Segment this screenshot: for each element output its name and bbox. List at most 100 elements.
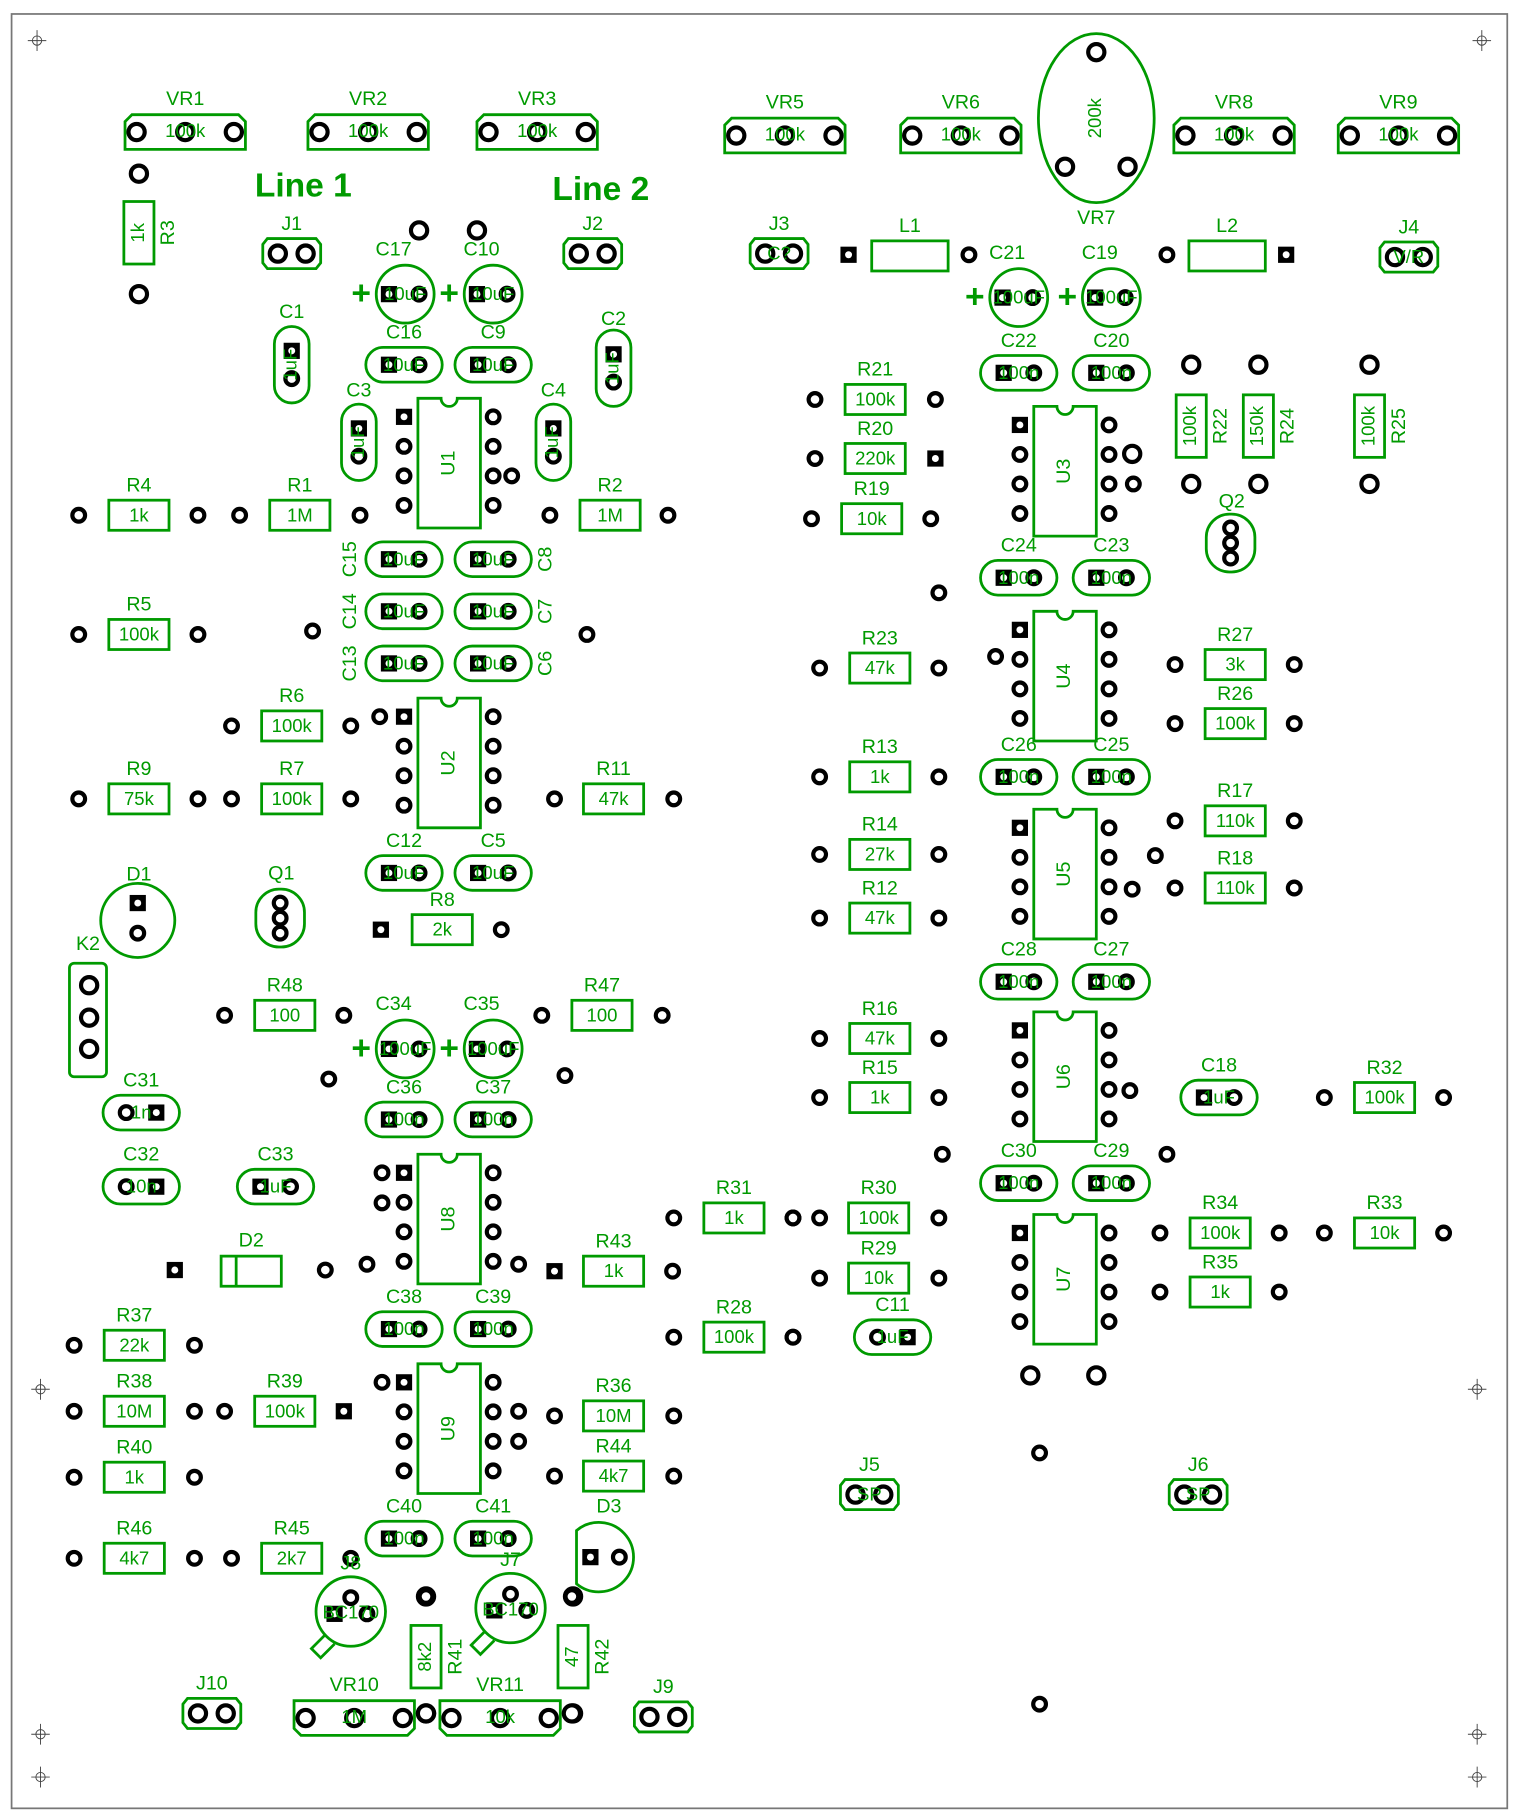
pad <box>78 1038 100 1060</box>
ic-u1 <box>395 396 502 530</box>
capacitor-value: 100uF <box>992 287 1045 308</box>
resistor-body <box>582 1399 646 1433</box>
connector-ref: J9 <box>653 1676 674 1698</box>
pad <box>1117 1174 1135 1192</box>
capacitor-value: 100n <box>1091 567 1132 588</box>
pad <box>441 1707 462 1729</box>
pad <box>1025 768 1043 786</box>
line2-label: Line 2 <box>552 171 649 208</box>
pad-hole <box>474 1535 482 1543</box>
capacitor-body <box>979 758 1059 796</box>
pad <box>664 1262 682 1280</box>
capacitor-c24 <box>979 558 1059 597</box>
resistor-body <box>1353 1216 1417 1250</box>
pad-hole <box>256 1183 264 1191</box>
pad <box>784 1328 802 1346</box>
resistor-ref: R36 <box>596 1375 632 1397</box>
pad <box>223 717 240 735</box>
transistor-j8 <box>309 1575 387 1660</box>
pad-hole <box>385 1045 393 1053</box>
resistor-r12 <box>811 901 948 935</box>
connector-ref: J2 <box>582 213 603 235</box>
resistor-ref: R40 <box>116 1437 152 1459</box>
pad <box>484 1223 502 1241</box>
pad-hole <box>586 1553 594 1561</box>
crosshair-mark <box>1472 30 1492 52</box>
capacitor-body <box>364 345 444 384</box>
capacitor-c29 <box>1071 1164 1151 1202</box>
capacitor-value: 10uF <box>383 354 425 375</box>
pad <box>466 220 488 241</box>
pad <box>395 1252 413 1270</box>
pad <box>563 1588 581 1605</box>
pad-hole <box>474 659 482 667</box>
resistor-ref: R32 <box>1367 1057 1403 1079</box>
resistor-ref: R28 <box>716 1296 752 1318</box>
capacitor-c28 <box>979 963 1059 1001</box>
pot-outline <box>1336 116 1461 155</box>
pad <box>811 1209 829 1227</box>
resistor-value: 1M <box>597 504 623 525</box>
capacitor-ref: C28 <box>1001 939 1037 961</box>
board-outline <box>10 13 1509 1810</box>
ic-u9 <box>395 1362 502 1495</box>
pad <box>659 506 677 524</box>
inductor-ref: L1 <box>899 215 921 237</box>
pad <box>510 1402 528 1420</box>
pad <box>541 506 559 524</box>
potentiometer-vr2 <box>306 113 430 151</box>
capacitor-c6 <box>453 644 533 683</box>
ic-ref: U4 <box>1053 664 1075 689</box>
resistor-body <box>556 1624 590 1690</box>
pad-hole <box>1016 421 1024 429</box>
pad <box>930 1089 948 1106</box>
capacitor-c13 <box>364 644 444 683</box>
pot-value: 100k <box>941 123 982 144</box>
capacitor-value: 100n <box>473 1528 514 1549</box>
pad <box>1315 1089 1333 1106</box>
pad <box>128 163 150 184</box>
capacitor-ref: C23 <box>1093 535 1129 557</box>
pad <box>78 1007 100 1028</box>
capacitor-body <box>364 592 444 631</box>
capacitor-ref: C3 <box>346 380 371 402</box>
resistor-ref: R46 <box>116 1518 152 1540</box>
resistor-ref: R18 <box>1217 847 1253 869</box>
resistor-ref: R15 <box>862 1057 898 1079</box>
resistor-ref: R27 <box>1217 624 1253 646</box>
pot-outline <box>306 113 430 151</box>
pot-ref: VR9 <box>1379 91 1417 113</box>
ic-ref: U5 <box>1053 861 1075 886</box>
pad <box>1166 879 1184 897</box>
pad <box>811 1030 829 1047</box>
capacitor-ref: C39 <box>475 1286 511 1308</box>
pad <box>1166 812 1184 830</box>
pot-ref: VR6 <box>942 91 980 113</box>
resistor-body <box>1353 393 1386 459</box>
connector-j1 <box>261 237 323 271</box>
capacitor-body <box>1179 1078 1259 1117</box>
pad-hole <box>931 455 939 462</box>
capacitor-body <box>534 402 573 482</box>
capacitor-value: 10uF <box>472 600 514 621</box>
resistor-value: 10k <box>864 1267 895 1288</box>
capacitor-body <box>1071 558 1151 597</box>
connector-j5 <box>839 1478 900 1512</box>
resistor-value: 110k <box>1216 810 1256 831</box>
resistor-ref: R14 <box>862 814 898 836</box>
connector-value: C? <box>767 243 791 264</box>
resistor-body <box>848 1081 912 1114</box>
pad <box>499 1320 517 1338</box>
resistor-value: 1M <box>287 504 313 525</box>
pad <box>1285 812 1303 830</box>
pad <box>1117 768 1135 786</box>
ic-body <box>1032 609 1098 743</box>
crosshair-mark <box>1467 1723 1487 1745</box>
capacitor-value: 100uF <box>379 1038 432 1059</box>
pad <box>561 1703 583 1724</box>
resistor-value: 4k7 <box>119 1547 149 1568</box>
resistor-value: 1k <box>724 1207 744 1228</box>
pad <box>811 845 829 863</box>
capacitor-body <box>453 1519 533 1558</box>
pad <box>1100 680 1118 698</box>
